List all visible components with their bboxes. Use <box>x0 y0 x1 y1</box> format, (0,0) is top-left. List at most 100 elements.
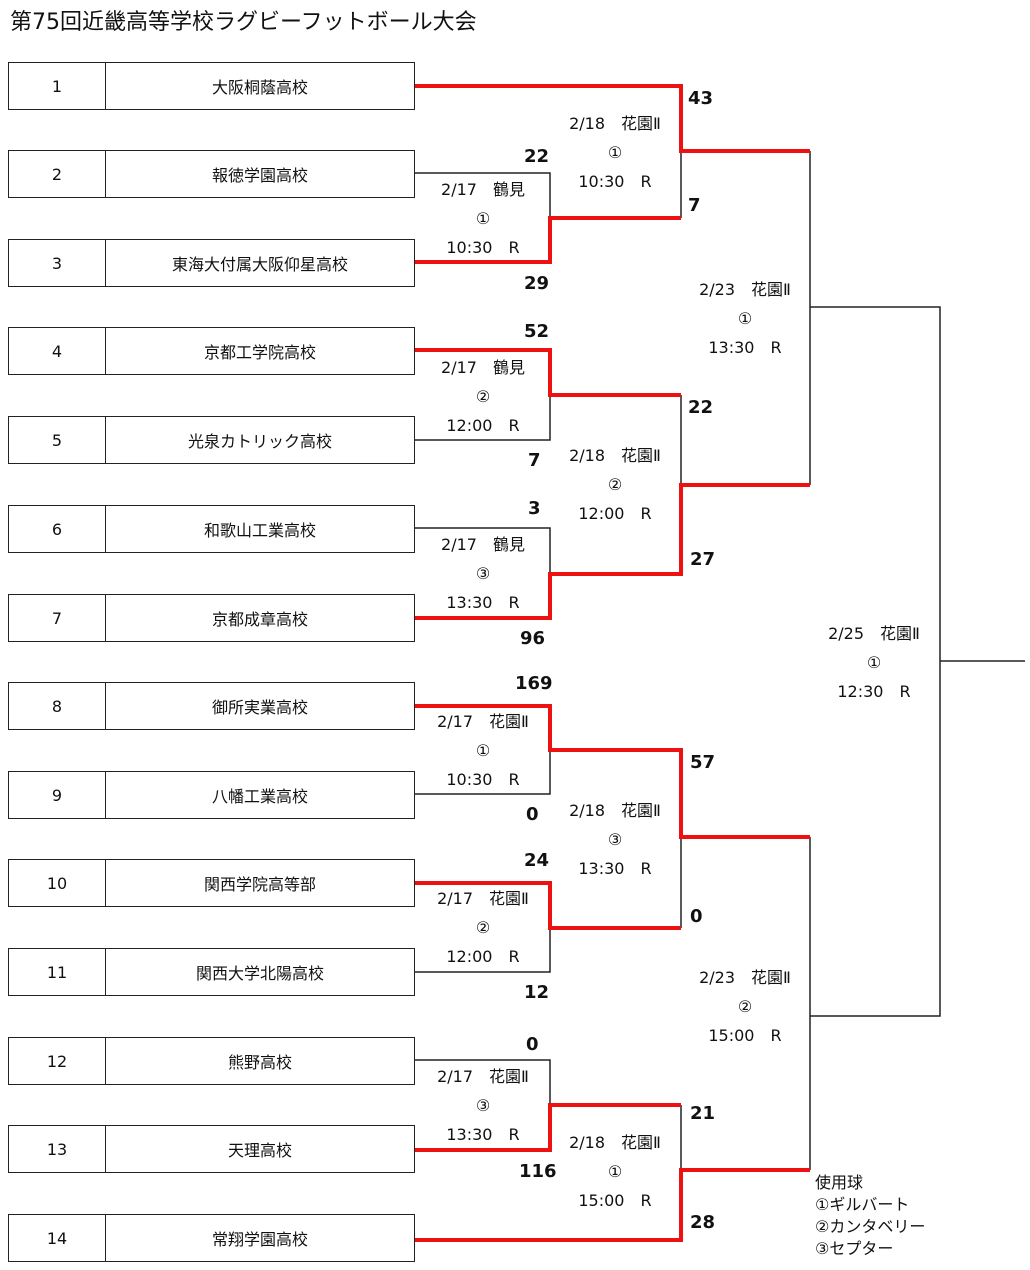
score-label: 28 <box>690 1212 716 1233</box>
team-name: 大阪桐蔭高校 <box>211 78 308 97</box>
team-name: 報徳学園高校 <box>211 166 308 185</box>
team-number: 1 <box>9 63 106 109</box>
team-box: 7 京都成章高校 <box>8 594 415 642</box>
match-time: 12:00 R <box>578 504 652 523</box>
team-number: 12 <box>9 1038 106 1084</box>
score-label: 43 <box>688 88 714 109</box>
match-date-venue: 2/17 鶴見 <box>441 535 525 554</box>
score-label: 21 <box>690 1103 716 1124</box>
team-number: 4 <box>9 328 106 374</box>
team-name: 常翔学園高校 <box>211 1230 308 1249</box>
team-name: 熊野高校 <box>227 1053 292 1072</box>
match-date-venue: 2/17 花園Ⅱ <box>437 1067 529 1086</box>
team-box: 11 関西大学北陽高校 <box>8 948 415 996</box>
match-time: 12:00 R <box>446 416 520 435</box>
match-number: ① <box>866 653 882 672</box>
team-name: 東海大付属大阪仰星高校 <box>171 255 348 274</box>
team-name: 関西学院高等部 <box>203 875 316 894</box>
match-info: 2/17 花園Ⅱ ③ 13:30 R <box>437 1062 529 1149</box>
line-team11 <box>415 928 551 973</box>
winner-line-team13 <box>415 1103 681 1152</box>
score-label: 7 <box>688 195 701 216</box>
winner-line-team3 <box>415 216 681 264</box>
team-number: 2 <box>9 151 106 197</box>
score-label: 96 <box>520 628 546 649</box>
score-label: 169 <box>515 673 553 694</box>
team-box: 3 東海大付属大阪仰星高校 <box>8 239 415 287</box>
match-time: 15:00 R <box>708 1026 782 1045</box>
match-number: ② <box>737 997 753 1016</box>
match-number: ① <box>475 741 491 760</box>
legend-item: ①ギルバート <box>815 1195 910 1214</box>
line-team9 <box>415 750 551 795</box>
team-name: 京都成章高校 <box>211 610 308 629</box>
match-date-venue: 2/17 花園Ⅱ <box>437 889 529 908</box>
team-name: 京都工学院高校 <box>203 343 316 362</box>
score-label: 7 <box>528 450 541 471</box>
winner-line-team8 <box>415 704 810 839</box>
match-date-venue: 2/17 花園Ⅱ <box>437 712 529 731</box>
team-box: 12 熊野高校 <box>8 1037 415 1085</box>
line-team6 <box>415 527 551 574</box>
match-info: 2/17 花園Ⅱ ① 10:30 R <box>437 707 529 794</box>
match-date-venue: 2/23 花園Ⅱ <box>699 280 791 299</box>
match-date-venue: 2/25 花園Ⅱ <box>828 624 920 643</box>
team-box: 1 大阪桐蔭高校 <box>8 62 415 110</box>
match-time: 13:30 R <box>578 859 652 878</box>
score-label: 22 <box>688 397 714 418</box>
match-number: ② <box>475 387 491 406</box>
score-label: 29 <box>524 273 550 294</box>
match-time: 10:30 R <box>446 238 520 257</box>
match-time: 13:30 R <box>446 593 520 612</box>
team-name: 光泉カトリック高校 <box>187 432 332 451</box>
match-number: ① <box>607 1162 623 1181</box>
line-team12 <box>415 1059 551 1105</box>
match-number: ① <box>475 209 491 228</box>
match-time: 10:30 R <box>446 770 520 789</box>
score-label: 12 <box>524 982 550 1003</box>
team-number: 6 <box>9 506 106 552</box>
match-number: ③ <box>475 1096 491 1115</box>
team-number: 8 <box>9 683 106 729</box>
team-number: 3 <box>9 240 106 286</box>
score-label: 3 <box>528 498 541 519</box>
score-label: 0 <box>526 804 539 825</box>
team-number: 5 <box>9 417 106 463</box>
match-number: ① <box>607 143 623 162</box>
team-box: 2 報徳学園高校 <box>8 150 415 198</box>
match-number: ② <box>475 918 491 937</box>
winner-line-team1 <box>415 84 810 153</box>
match-date-venue: 2/17 鶴見 <box>441 180 525 199</box>
score-label: 0 <box>690 906 703 927</box>
team-number: 10 <box>9 860 106 906</box>
score-label: 57 <box>690 752 716 773</box>
team-number: 7 <box>9 595 106 641</box>
match-info: 2/17 鶴見 ③ 13:30 R <box>441 530 525 617</box>
match-time: 10:30 R <box>578 172 652 191</box>
match-time: 13:30 R <box>446 1125 520 1144</box>
match-number: ① <box>737 309 753 328</box>
match-time: 15:00 R <box>578 1191 652 1210</box>
score-label: 0 <box>526 1034 539 1055</box>
team-name: 関西大学北陽高校 <box>195 964 324 983</box>
page-title: 第75回近畿高等学校ラグビーフットボール大会 <box>10 10 477 35</box>
legend-heading: 使用球 <box>815 1173 864 1192</box>
team-box: 10 関西学院高等部 <box>8 859 415 907</box>
legend-item: ③セプター <box>815 1239 894 1258</box>
match-info: 2/17 鶴見 ① 10:30 R <box>441 175 525 262</box>
team-number: 11 <box>9 949 106 995</box>
match-date-venue: 2/18 花園Ⅱ <box>569 1133 661 1152</box>
match-number: ② <box>607 475 623 494</box>
match-number: ③ <box>475 564 491 583</box>
